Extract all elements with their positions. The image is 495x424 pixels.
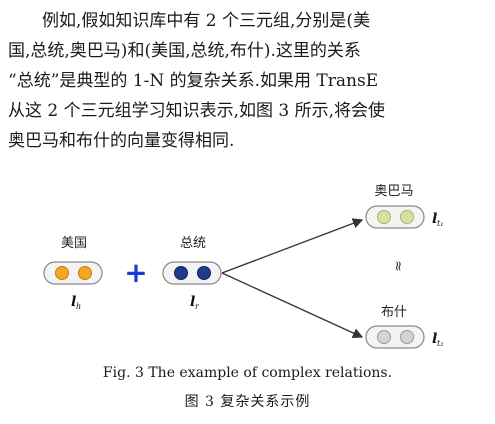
figure-3: 美国 l h + 总统 l r 奥巴马 l t₁ ≈ 布什 [0,178,495,362]
tail1-vector-dot-1 [377,210,391,224]
head-vector-dot-2 [78,266,92,280]
head-vector-dot-1 [55,266,69,280]
relation-label: 总统 [180,236,206,251]
approx-sign: ≈ [390,260,406,272]
body-paragraph: 例如,假如知识库中有 2 个三元组,分别是(美 国,总统,奥巴马)和(美国,总统… [8,6,488,156]
head-vector-capsule [43,261,103,285]
tail2-vector-symbol: l [432,331,437,347]
head-vector-subscript: h [76,302,81,311]
figure-diagram: 美国 l h + 总统 l r 奥巴马 l t₁ ≈ 布什 [43,184,443,349]
tail2-entity-label: 布什 [381,305,407,320]
relation-vector-symbol: l [190,294,195,310]
tail1-vector-dot-2 [400,210,414,224]
head-entity-label: 美国 [61,236,87,251]
arrow-to-tail1 [221,218,364,274]
tail1-vector-capsule [365,205,425,229]
figure-caption-english: Fig. 3 The example of complex relations. [102,365,393,381]
tail2-vector-dot-2 [400,330,414,344]
tail1-entity-label: 奥巴马 [374,184,413,199]
arrow-to-tail2 [221,272,364,338]
tail1-vector-symbol: l [432,211,437,227]
tail2-vector-subscript: t₂ [437,339,443,348]
relation-vector-dot-2 [197,266,211,280]
plus-sign: + [124,256,147,289]
paragraph-line-4: 从这 2 个三元组学习知识表示,如图 3 所示,将会使 [8,101,386,121]
relation-vector-capsule [162,261,222,285]
paragraph-line-3: “总统”是典型的 1-N 的复杂关系.如果用 TransE [8,71,379,91]
paragraph-line-5: 奥巴马和布什的向量变得相同. [8,131,235,151]
figure-caption-chinese: 图 3 复杂关系示例 [184,394,311,410]
tail2-vector-dot-1 [377,330,391,344]
head-vector-symbol: l [71,294,76,310]
paragraph-line-1: 例如,假如知识库中有 2 个三元组,分别是(美 [42,11,371,31]
relation-vector-subscript: r [195,302,200,311]
tail1-vector-subscript: t₁ [437,219,443,228]
paragraph-line-2: 国,总统,奥巴马)和(美国,总统,布什).这里的关系 [8,41,361,61]
tail2-vector-capsule [365,325,425,349]
relation-vector-dot-1 [174,266,188,280]
